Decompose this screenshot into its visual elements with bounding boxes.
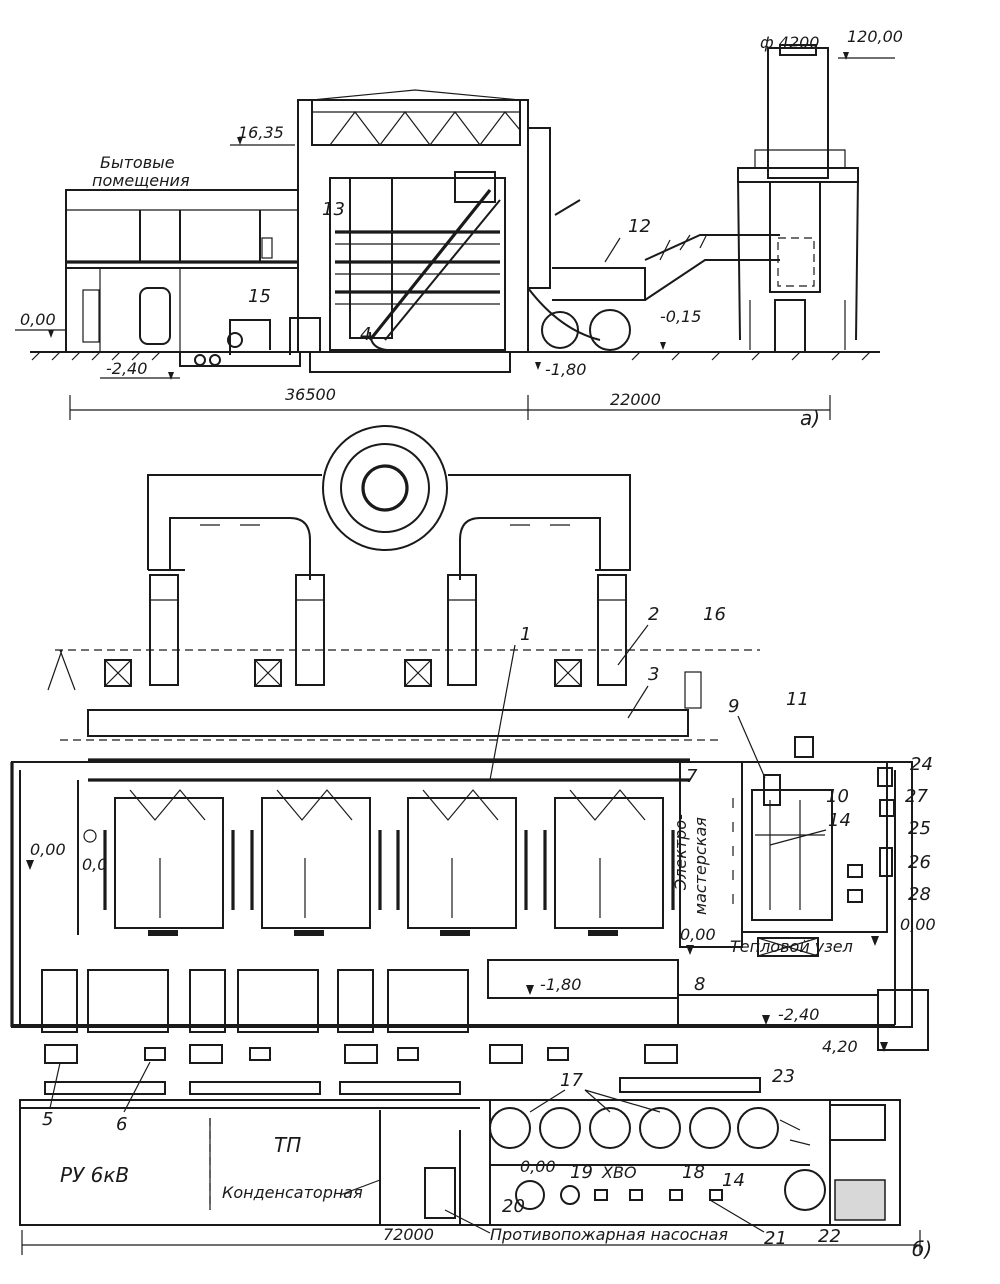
elev-ash: -0,15 — [660, 307, 701, 326]
auxiliary-building — [65, 189, 299, 353]
pos-6: 6 — [116, 1114, 127, 1135]
pos-11: 11 — [786, 689, 809, 710]
main-building — [11, 761, 913, 1028]
pos-8: 8 — [694, 974, 705, 995]
pos-17: 17 — [560, 1070, 583, 1091]
flue-duct — [147, 474, 631, 571]
pos-14: 14 — [828, 810, 851, 831]
pos-26: 26 — [908, 852, 931, 873]
elev-pit-left: -2,40 — [106, 359, 147, 378]
room-label-line1: Бытовые — [100, 153, 175, 172]
pos-27: 27 — [905, 786, 928, 807]
pos-3: 3 — [648, 664, 659, 685]
pos-14b: 14 — [722, 1170, 745, 1191]
pos-4: 4 — [360, 324, 371, 345]
room-switchgear: РУ 6кВ — [60, 1163, 129, 1187]
pos-15: 15 — [248, 286, 271, 307]
pump-pit — [487, 959, 679, 999]
chimney-plan — [322, 425, 448, 551]
section-view: 36500 22000 16,35 120,00 ф 4200 0,00 -2,… — [15, 27, 903, 430]
pos-20: 20 — [502, 1196, 525, 1217]
boilers — [103, 789, 675, 936]
elev-main-floor: 0,00 — [30, 840, 66, 859]
elev-water-floor: 0,00 — [520, 1157, 556, 1176]
water-treatment-room — [489, 1099, 831, 1226]
pos-10: 10 — [826, 786, 849, 807]
dim-building: 36500 — [285, 385, 336, 404]
equipment-row — [41, 969, 761, 1095]
pos-28: 28 — [908, 884, 931, 905]
pos-19: 19 — [570, 1162, 593, 1183]
elev-platform: 4,20 — [822, 1037, 858, 1056]
room-electro-line1: Электро- — [671, 814, 690, 891]
pos-18: 18 — [682, 1162, 705, 1183]
dim-outside: 22000 — [610, 390, 661, 409]
fans-row — [104, 659, 702, 709]
room-water-treatment: ХВО — [601, 1163, 637, 1182]
subfigure-b: б) — [912, 1237, 932, 1261]
room-electro-line2: мастерская — [691, 817, 710, 915]
room-condenser: Конденсаторная — [222, 1183, 363, 1202]
chimney-shaft — [767, 47, 829, 179]
pos-12: 12 — [628, 216, 651, 237]
pos-23: 23 — [772, 1066, 795, 1087]
pos-25: 25 — [908, 818, 931, 839]
room-heat-node: Тепловой узел — [730, 937, 853, 956]
pos-21: 21 — [764, 1228, 787, 1249]
pos-13: 13 — [322, 199, 345, 220]
elev-right-floor: 0,00 — [900, 915, 936, 934]
pos-2: 2 — [648, 604, 659, 625]
elev-pump-pit: -2,40 — [778, 1005, 819, 1024]
dim-total-length: 72000 — [383, 1225, 434, 1244]
flue-branches — [149, 574, 627, 686]
fan — [541, 311, 579, 349]
pos-24: 24 — [910, 754, 933, 775]
subfigure-a: а) — [800, 406, 820, 430]
pos-5: 5 — [42, 1109, 53, 1130]
chimney-diameter: ф 4200 — [760, 33, 819, 52]
pos-9: 9 — [728, 696, 739, 717]
room-fire-pump: Противопожарная насосная — [490, 1225, 728, 1244]
elev-workshop-floor: 0,00 — [680, 925, 716, 944]
pos-16: 16 — [703, 604, 726, 625]
room-label-line2: помещения — [92, 171, 190, 190]
elev-boiler-pit: -1,80 — [540, 975, 581, 994]
boiler-hall — [297, 99, 529, 353]
elev-roof: 16,35 — [238, 123, 284, 142]
pos-7: 7 — [686, 766, 698, 787]
elev-chimney-top: 120,00 — [847, 27, 903, 46]
pos-22: 22 — [818, 1226, 841, 1247]
elev-pit-boiler: -1,80 — [545, 360, 586, 379]
smoke-exhauster — [589, 309, 631, 351]
room-substation: ТП — [274, 1133, 301, 1157]
elev-ground: 0,00 — [20, 310, 56, 329]
elev-main-floor-b: 0,0 — [82, 855, 107, 874]
pos-1: 1 — [520, 624, 531, 645]
plan-view: 72000 Электро- мастерская Тепловой узел … — [10, 425, 936, 1261]
